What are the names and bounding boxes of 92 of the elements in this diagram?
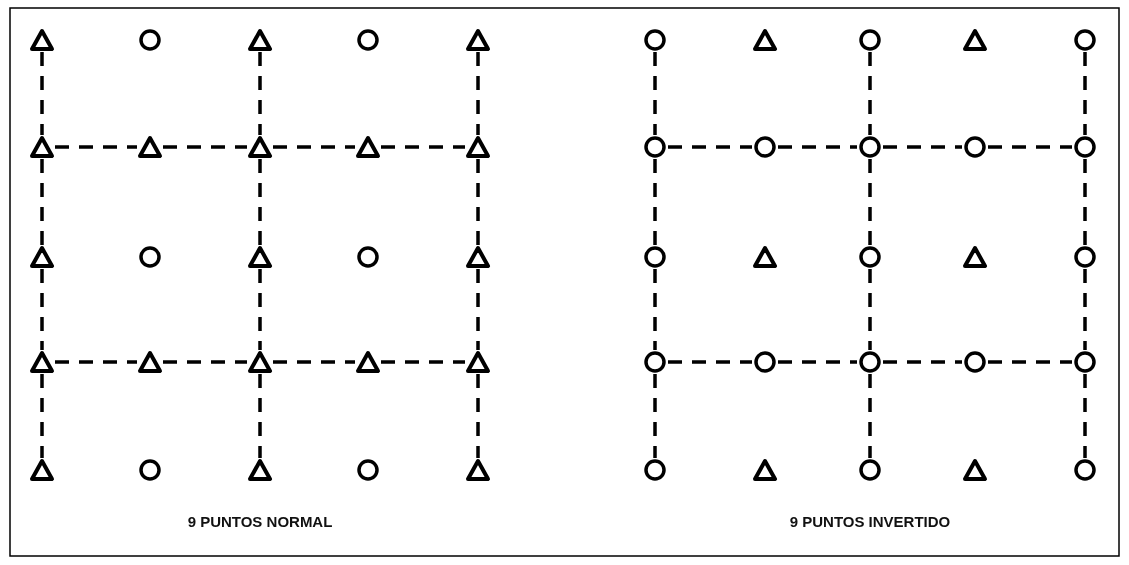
circle-marker — [1072, 350, 1098, 374]
dashed-line — [381, 145, 465, 149]
dashed-line — [868, 52, 872, 135]
dashed-line — [1083, 159, 1087, 245]
dashed-line — [1083, 374, 1087, 458]
grid-caption: 9 PUNTOS NORMAL — [187, 513, 333, 530]
circle-marker — [857, 245, 883, 269]
circle-marker — [752, 135, 778, 159]
dashed-line — [653, 159, 657, 245]
dashed-line — [1083, 269, 1087, 350]
circle-marker — [137, 245, 163, 269]
dashed-line — [273, 145, 355, 149]
dashed-line — [1083, 52, 1087, 135]
triangle-marker — [29, 350, 55, 374]
triangle-marker — [962, 28, 988, 52]
circle-marker — [355, 245, 381, 269]
dashed-line — [163, 145, 247, 149]
triangle-marker — [137, 135, 163, 159]
dashed-line — [258, 374, 262, 458]
triangle-marker — [962, 245, 988, 269]
triangle-marker — [465, 135, 491, 159]
circle-marker — [355, 458, 381, 482]
dashed-line — [55, 360, 137, 364]
triangle-marker — [465, 28, 491, 52]
grid-caption: 9 PUNTOS INVERTIDO — [789, 513, 951, 530]
circle-marker — [857, 28, 883, 52]
triangle-marker — [355, 135, 381, 159]
circle-marker — [857, 350, 883, 374]
circle-marker — [962, 135, 988, 159]
dashed-line — [40, 159, 44, 245]
dashed-line — [868, 269, 872, 350]
dashed-line — [668, 360, 752, 364]
dashed-line — [40, 52, 44, 135]
dashed-line — [778, 145, 857, 149]
dashed-line — [868, 374, 872, 458]
triangle-marker — [752, 458, 778, 482]
dashed-line — [653, 269, 657, 350]
dashed-line — [273, 360, 355, 364]
circle-marker — [642, 458, 668, 482]
circle-marker — [137, 458, 163, 482]
dashed-line — [258, 52, 262, 135]
circle-marker — [642, 350, 668, 374]
triangle-marker — [247, 28, 273, 52]
dashed-line — [476, 269, 480, 350]
triangle-marker — [247, 245, 273, 269]
dashed-line — [883, 360, 962, 364]
circle-marker — [642, 245, 668, 269]
dashed-line — [653, 374, 657, 458]
dashed-line — [988, 145, 1072, 149]
dashed-line — [258, 269, 262, 350]
circle-marker — [137, 28, 163, 52]
dashed-line — [778, 360, 857, 364]
dashed-line — [988, 360, 1072, 364]
dashed-line — [653, 52, 657, 135]
triangle-marker — [465, 458, 491, 482]
circle-marker — [752, 350, 778, 374]
dashed-line — [381, 360, 465, 364]
triangle-marker — [752, 245, 778, 269]
dashed-line — [476, 374, 480, 458]
dashed-line — [868, 159, 872, 245]
triangle-marker — [247, 458, 273, 482]
dashed-line — [40, 269, 44, 350]
triangle-marker — [355, 350, 381, 374]
dashed-line — [883, 145, 962, 149]
dashed-line — [258, 159, 262, 245]
dashed-line — [40, 374, 44, 458]
circle-marker — [962, 350, 988, 374]
dashed-line — [476, 52, 480, 135]
triangle-marker — [29, 458, 55, 482]
circle-marker — [1072, 245, 1098, 269]
circle-marker — [1072, 135, 1098, 159]
dashed-line — [55, 145, 137, 149]
circle-marker — [857, 458, 883, 482]
circle-marker — [642, 28, 668, 52]
triangle-marker — [247, 135, 273, 159]
circle-marker — [857, 135, 883, 159]
triangle-marker — [29, 245, 55, 269]
triangle-marker — [962, 458, 988, 482]
triangle-marker — [465, 350, 491, 374]
triangle-marker — [137, 350, 163, 374]
dashed-line — [163, 360, 247, 364]
dashed-line — [668, 145, 752, 149]
triangle-marker — [29, 135, 55, 159]
triangle-marker — [465, 245, 491, 269]
triangle-marker — [752, 28, 778, 52]
circle-marker — [355, 28, 381, 52]
dashed-line — [476, 159, 480, 245]
triangle-marker — [247, 350, 273, 374]
circle-marker — [1072, 28, 1098, 52]
triangle-marker — [29, 28, 55, 52]
circle-marker — [642, 135, 668, 159]
circle-marker — [1072, 458, 1098, 482]
